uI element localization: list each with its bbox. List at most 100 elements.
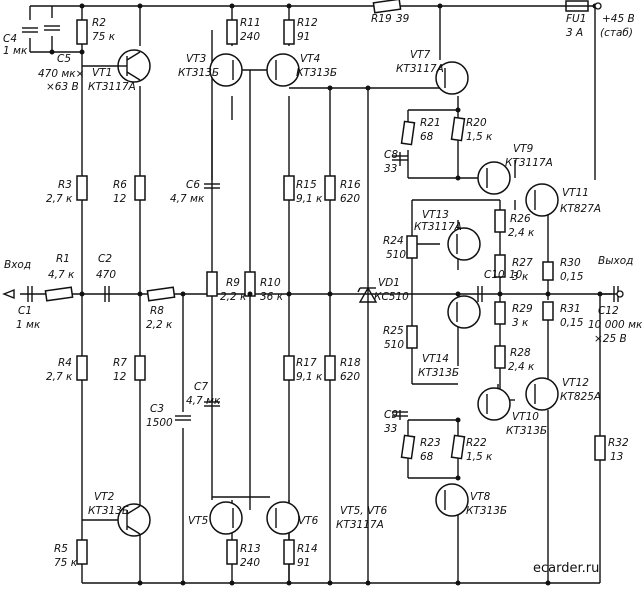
label-r31-ref: R31	[560, 303, 581, 315]
label-c8-val: 33	[384, 163, 397, 175]
resistor-r17	[283, 355, 295, 381]
label-r1-ref: R1	[56, 253, 70, 265]
label-fu1-ref: FU1	[566, 13, 586, 25]
capacitor-c10	[477, 286, 483, 302]
label-vt4-ref: VT4	[300, 53, 320, 65]
label-vt10-ref: VT10	[512, 411, 539, 423]
transistor-vt2	[117, 503, 151, 537]
transistor-vt12	[525, 377, 559, 411]
label-r32-val: 13	[610, 451, 623, 463]
label-r10-ref: R10	[260, 277, 281, 289]
label-c9-val: 33	[384, 423, 397, 435]
label-c6-val: 4,7 мк	[170, 193, 205, 205]
transistor-vt4	[266, 53, 300, 87]
resistor-r24	[406, 235, 418, 259]
label-r9-ref: R9	[226, 277, 240, 289]
resistor-r8	[146, 286, 176, 302]
label-r4-ref: R4	[58, 357, 72, 369]
label-r27-val: 3 к	[512, 271, 529, 283]
resistor-r19	[372, 0, 402, 14]
transistor-vt3	[209, 53, 243, 87]
label-vt9-ref: VT9	[513, 143, 534, 155]
label-vd1-ref: VD1	[378, 277, 400, 289]
label-r6-val: 12	[113, 193, 127, 205]
label-r8-val: 2,2 к	[146, 319, 173, 331]
label-r30-val: 0,15	[560, 271, 584, 283]
label-vt3-type: КТ313Б	[178, 67, 219, 79]
transistor-vt10	[477, 387, 511, 421]
label-r16-ref: R16	[340, 179, 361, 191]
transistor-vt9	[477, 161, 511, 195]
label-c8-ref: C8	[384, 149, 398, 161]
label-vt1-type: КТ3117А	[88, 81, 136, 93]
resistor-r6	[134, 175, 146, 201]
resistor-r7	[134, 355, 146, 381]
label-c5-val2: ×63 В	[46, 81, 79, 93]
label-c5-ref: C5	[57, 53, 71, 65]
label-c3-val: 1500	[146, 417, 173, 429]
label-r23-ref: R23	[420, 437, 441, 449]
resistor-r1	[44, 286, 74, 302]
label-r23-val: 68	[420, 451, 434, 463]
label-r20-val: 1,5 к	[466, 131, 493, 143]
label-vt14-ref: VT14	[422, 353, 449, 365]
label-r30-ref: R30	[560, 257, 581, 269]
resistor-r21	[400, 120, 416, 146]
label-r9-val: 2,2 к	[220, 291, 247, 303]
label-r5-ref: R5	[54, 543, 68, 555]
label-r27-ref: R27	[512, 257, 533, 269]
label-r19-val: 39	[396, 13, 410, 25]
label-c1-ref: C1	[18, 305, 32, 317]
label-vt8-type: КТ313Б	[466, 505, 507, 517]
label-c2-ref: C2	[98, 253, 112, 265]
label-vt7-ref: VT7	[410, 49, 431, 61]
resistors	[44, 0, 606, 565]
resistor-r30	[542, 261, 554, 281]
label-r28-val: 2,4 к	[508, 361, 535, 373]
label-vt12-type: КТ825А	[560, 391, 601, 403]
label-r20-ref: R20	[466, 117, 487, 129]
label-c10-val: 10	[509, 269, 523, 281]
label-c6-ref: C6	[186, 179, 200, 191]
label-c1-val: 1 мк	[16, 319, 41, 331]
label-r1-val: 4,7 к	[48, 269, 75, 281]
label-r2-val: 75 к	[92, 31, 116, 43]
label-c5-val: 470 мк×	[38, 68, 84, 80]
resistor-r26	[494, 209, 506, 233]
label-r25-ref: R25	[383, 325, 404, 337]
label-r15-val: 9,1 к	[296, 193, 323, 205]
label-r22-val: 1,5 к	[466, 451, 493, 463]
label-r12-val: 91	[297, 31, 310, 43]
label-r32-ref: R32	[608, 437, 629, 449]
label-r10-val: 36 к	[260, 291, 284, 303]
label-vd1-type: КС510	[374, 291, 409, 303]
label-r8-ref: R8	[150, 305, 164, 317]
label-r25-val: 510	[384, 339, 404, 351]
label-c7-val: 4,7 мк	[186, 395, 221, 407]
label-vt14-type: КТ313Б	[418, 367, 459, 379]
label-vt6-ref: VT6	[298, 515, 319, 527]
zener-vd1	[357, 286, 378, 303]
label-vt5-ref: VT5	[188, 515, 209, 527]
transistor-vt8	[435, 483, 469, 517]
label-output: Выход	[598, 255, 633, 267]
resistor-r9	[206, 271, 218, 297]
label-r13-val: 240	[240, 557, 260, 569]
capacitor-c5	[44, 25, 60, 31]
transistor-vt7	[435, 61, 469, 95]
transistors	[117, 49, 559, 537]
resistor-r23	[400, 434, 416, 460]
label-vt2-ref: VT2	[94, 491, 115, 503]
label-r24-ref: R24	[383, 235, 404, 247]
label-supply-note: (стаб)	[600, 27, 633, 39]
resistor-r12	[283, 19, 295, 45]
resistor-r28	[494, 345, 506, 369]
transistor-vt14	[447, 295, 481, 329]
label-r29-val: 3 к	[512, 317, 529, 329]
label-vt9-type: КТ3117А	[505, 157, 553, 169]
resistor-r2	[76, 19, 88, 45]
label-r18-val: 620	[340, 371, 360, 383]
label-r17-val: 9,1 к	[296, 371, 323, 383]
transistor-vt11	[525, 183, 559, 217]
label-r12-ref: R12	[297, 17, 318, 29]
